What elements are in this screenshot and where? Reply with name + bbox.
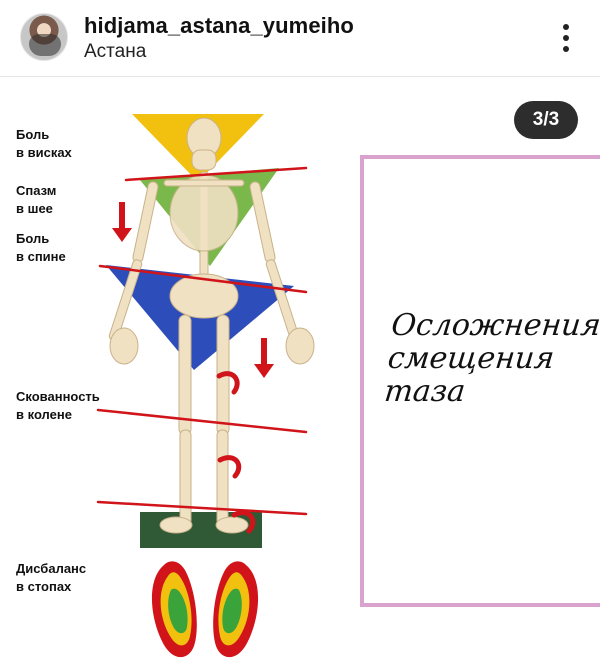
- header-divider: [0, 76, 600, 77]
- foot-heatmaps: [151, 561, 259, 658]
- card-title-line: таза: [382, 374, 467, 409]
- card-title: Осложнения смещения таза: [382, 308, 600, 409]
- username[interactable]: hidjama_astana_yumeiho: [84, 13, 354, 38]
- tilt-lines: [96, 166, 308, 516]
- more-dot: [563, 35, 569, 41]
- label-back: Боль в спине: [16, 231, 66, 264]
- more-dot: [563, 46, 569, 52]
- more-vertical-icon[interactable]: [562, 24, 570, 52]
- card-title-line: смещения: [386, 341, 557, 376]
- text-card: Осложнения смещения таза: [360, 155, 600, 607]
- skeleton-svg: [14, 110, 324, 660]
- location[interactable]: Астана: [84, 41, 147, 62]
- avatar[interactable]: [20, 13, 68, 61]
- post-media[interactable]: 3/3: [0, 84, 600, 663]
- label-feet: Дисбаланс в стопах: [16, 561, 87, 594]
- post-header: hidjama_astana_yumeiho Астана: [0, 0, 600, 76]
- carousel-counter: 3/3: [514, 101, 578, 139]
- arrows: [112, 202, 274, 378]
- card-title-line: Осложнения: [389, 308, 600, 343]
- label-neck: Спазм в шее: [16, 183, 57, 216]
- label-temples: Боль в висках: [16, 127, 72, 160]
- rotation-markers: [216, 371, 256, 534]
- more-dot: [563, 24, 569, 30]
- label-knee: Скованность в колене: [16, 389, 100, 422]
- skeleton-illustration: Боль в висках Спазм в шее Боль в спине С…: [14, 110, 324, 660]
